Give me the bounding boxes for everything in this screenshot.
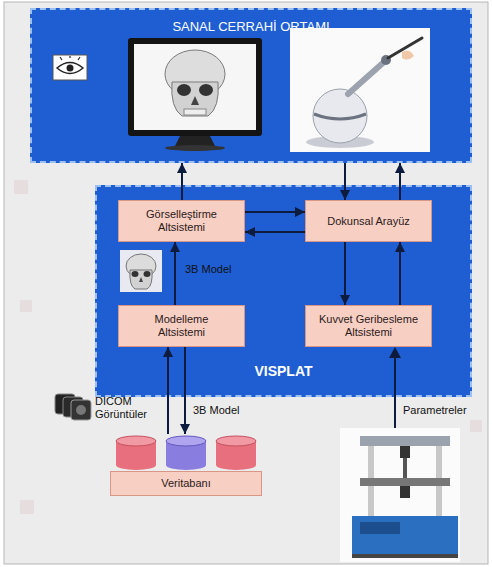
- flow-label: DICOM Görüntüler: [95, 395, 159, 421]
- test-machine: [340, 428, 460, 562]
- database-node: Veritabanı: [110, 434, 262, 496]
- box-label: Dokunsal Arayüz: [327, 215, 410, 228]
- flow-arrow: [181, 163, 183, 200]
- dicom-icon: [55, 394, 91, 420]
- flow-label: 3B Model: [193, 404, 239, 417]
- monitor: [128, 38, 262, 151]
- process-box: Modelleme Altsistemi: [118, 305, 245, 347]
- flow-arrow: [245, 211, 305, 213]
- flow-label: 3B Model: [185, 263, 231, 276]
- flow-arrow: [245, 231, 305, 233]
- flow-arrow: [344, 163, 346, 200]
- flow-arrow: [344, 242, 346, 305]
- process-box: Kuvvet Geribesleme Altsistemi: [305, 305, 432, 347]
- flow-label: Parametreler: [403, 404, 467, 417]
- database-label: Veritabanı: [161, 477, 211, 490]
- process-box: Görselleştirme Altsistemi: [118, 200, 245, 242]
- flow-arrow: [167, 347, 169, 434]
- box-label: Görselleştirme Altsistemi: [131, 208, 233, 234]
- database-box: Veritabanı: [110, 471, 262, 496]
- small-skull: [120, 250, 162, 292]
- database-cylinders: [116, 436, 256, 470]
- parameter-arrow: [389, 347, 401, 428]
- haptic-device: [290, 28, 430, 152]
- eye-icon: [53, 55, 87, 80]
- process-box: Dokunsal Arayüz: [305, 200, 432, 242]
- flow-arrow: [399, 163, 401, 200]
- flow-arrow: [399, 242, 401, 305]
- box-label: Kuvvet Geribesleme Altsistemi: [318, 313, 420, 339]
- flow-arrow: [184, 347, 186, 434]
- flow-arrow: [174, 242, 176, 305]
- band-title: SANAL CERRAHİ ORTAMI: [32, 19, 470, 34]
- box-label: Modelleme Altsistemi: [131, 313, 233, 339]
- band-title: VISPLAT: [97, 363, 470, 379]
